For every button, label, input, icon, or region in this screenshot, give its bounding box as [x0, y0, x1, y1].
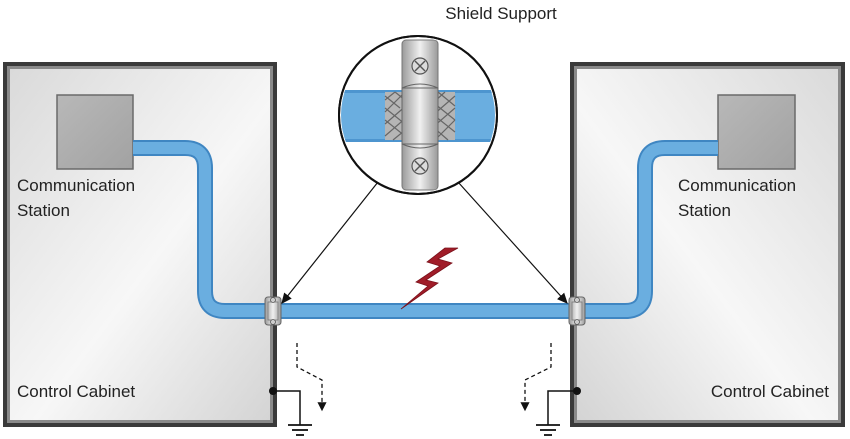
- pointer-arrow-right: [457, 181, 568, 304]
- shield-support-magnifier: [338, 35, 498, 195]
- right-station-label-line2: Station: [678, 201, 731, 220]
- right-station-label-line1: Communication: [678, 176, 796, 195]
- right-ground-connection: [536, 387, 581, 436]
- pointer-arrow-left: [281, 181, 379, 304]
- diagram-title: Shield Support: [445, 4, 557, 23]
- right-current-flow-arrow: [520, 343, 552, 412]
- left-cabinet-label: Control Cabinet: [17, 382, 135, 401]
- left-ground-connection: [269, 387, 312, 436]
- left-control-cabinet: [3, 62, 277, 427]
- right-shield-clamp: [568, 296, 586, 326]
- left-communication-station-box: [56, 94, 134, 170]
- shielded-cable: [133, 140, 718, 319]
- left-station-label-line2: Station: [17, 201, 70, 220]
- lightning-bolt-icon: [400, 247, 459, 310]
- right-cabinet-label: Control Cabinet: [711, 382, 829, 401]
- left-shield-clamp: [264, 296, 282, 326]
- right-control-cabinet: [570, 62, 845, 427]
- right-communication-station-box: [717, 94, 796, 170]
- left-current-flow-arrow: [296, 343, 327, 412]
- left-station-label-line1: Communication: [17, 176, 135, 195]
